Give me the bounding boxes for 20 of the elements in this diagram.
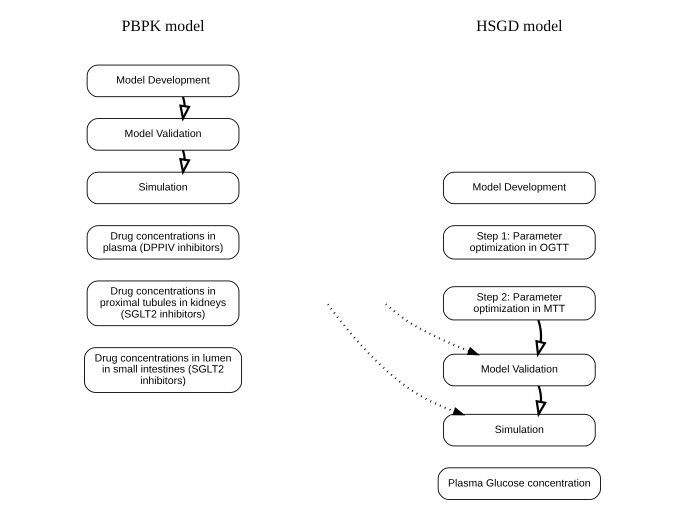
node-box: Plasma Glucose concentration [437, 467, 600, 500]
arrow [178, 96, 190, 122]
node-box: Model Validation [442, 354, 596, 386]
node-box: Simulation [86, 172, 239, 204]
node-box: Drug concentrations in plasma (DPPIV inhibitors) [86, 225, 239, 260]
node-box: Model Validation [86, 118, 239, 151]
arrow [534, 386, 546, 418]
node-box: Drug concentrations in lumen in small intestines (SGLT2 inhibitors) [84, 347, 242, 393]
node-box: Step 2: Parameter optimization in MTT [442, 286, 596, 320]
arrow [534, 320, 546, 358]
node-box: Drug concentrations in proximal tubules in kidneys (SGLT2 inhibitors) [86, 280, 239, 326]
arrow [384, 303, 480, 356]
label: PBPK model [121, 18, 204, 36]
node-box: Model Development [86, 64, 239, 98]
arrow [178, 150, 190, 176]
node-box: Simulation [442, 414, 596, 446]
label: HSGD model [476, 18, 562, 36]
arrow [326, 304, 465, 416]
node-box: Model Development [442, 172, 596, 204]
node-box: Step 1: Parameter optimization in OGTT [442, 225, 596, 260]
